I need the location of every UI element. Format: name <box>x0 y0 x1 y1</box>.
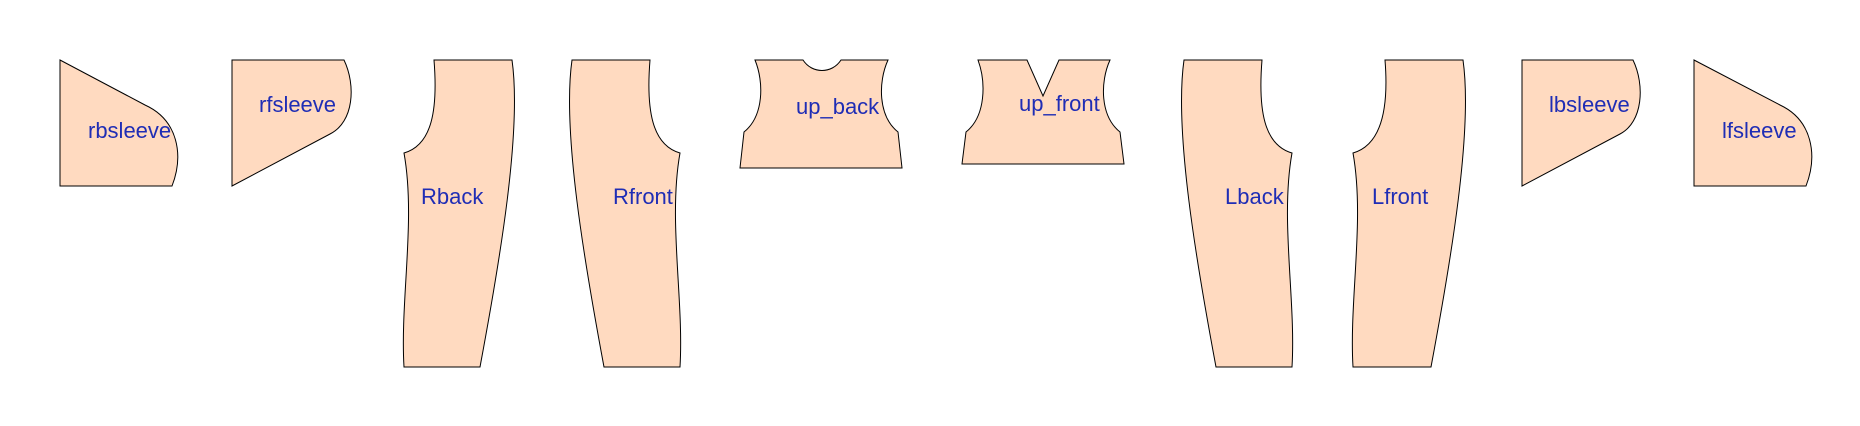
piece-rbsleeve-label: rbsleeve <box>88 118 171 143</box>
piece-lfsleeve-label: lfsleeve <box>1722 118 1797 143</box>
piece-lback-shape <box>1181 59 1294 368</box>
piece-up-front-shape <box>961 59 1125 165</box>
piece-up-front-label: up_front <box>1019 91 1100 116</box>
piece-lfsleeve-shape <box>1693 59 1813 187</box>
piece-rfront: Rfront <box>569 59 682 368</box>
piece-up-back-label: up_back <box>796 94 880 119</box>
piece-rback-shape <box>402 59 515 368</box>
piece-lfront-shape <box>1351 59 1466 368</box>
piece-up-front: up_front <box>961 59 1125 165</box>
piece-rback: Rback <box>402 59 515 368</box>
piece-rfsleeve-shape <box>231 59 352 187</box>
piece-lbsleeve-shape <box>1521 59 1641 187</box>
piece-lbsleeve: lbsleeve <box>1521 59 1641 187</box>
piece-lbsleeve-label: lbsleeve <box>1549 92 1630 117</box>
piece-rback-label: Rback <box>421 184 484 209</box>
piece-rfsleeve-label: rfsleeve <box>259 92 336 117</box>
piece-lback-label: Lback <box>1225 184 1285 209</box>
piece-rfront-label: Rfront <box>613 184 673 209</box>
piece-rbsleeve: rbsleeve <box>59 59 179 187</box>
piece-up-back: up_back <box>739 59 903 169</box>
piece-lfsleeve: lfsleeve <box>1693 59 1813 187</box>
piece-lfront: Lfront <box>1351 59 1466 368</box>
piece-up-back-shape <box>739 59 903 169</box>
piece-rbsleeve-shape <box>59 59 179 187</box>
piece-rfront-shape <box>569 59 682 368</box>
piece-lfront-label: Lfront <box>1372 184 1428 209</box>
piece-lback: Lback <box>1181 59 1294 368</box>
piece-rfsleeve: rfsleeve <box>231 59 352 187</box>
